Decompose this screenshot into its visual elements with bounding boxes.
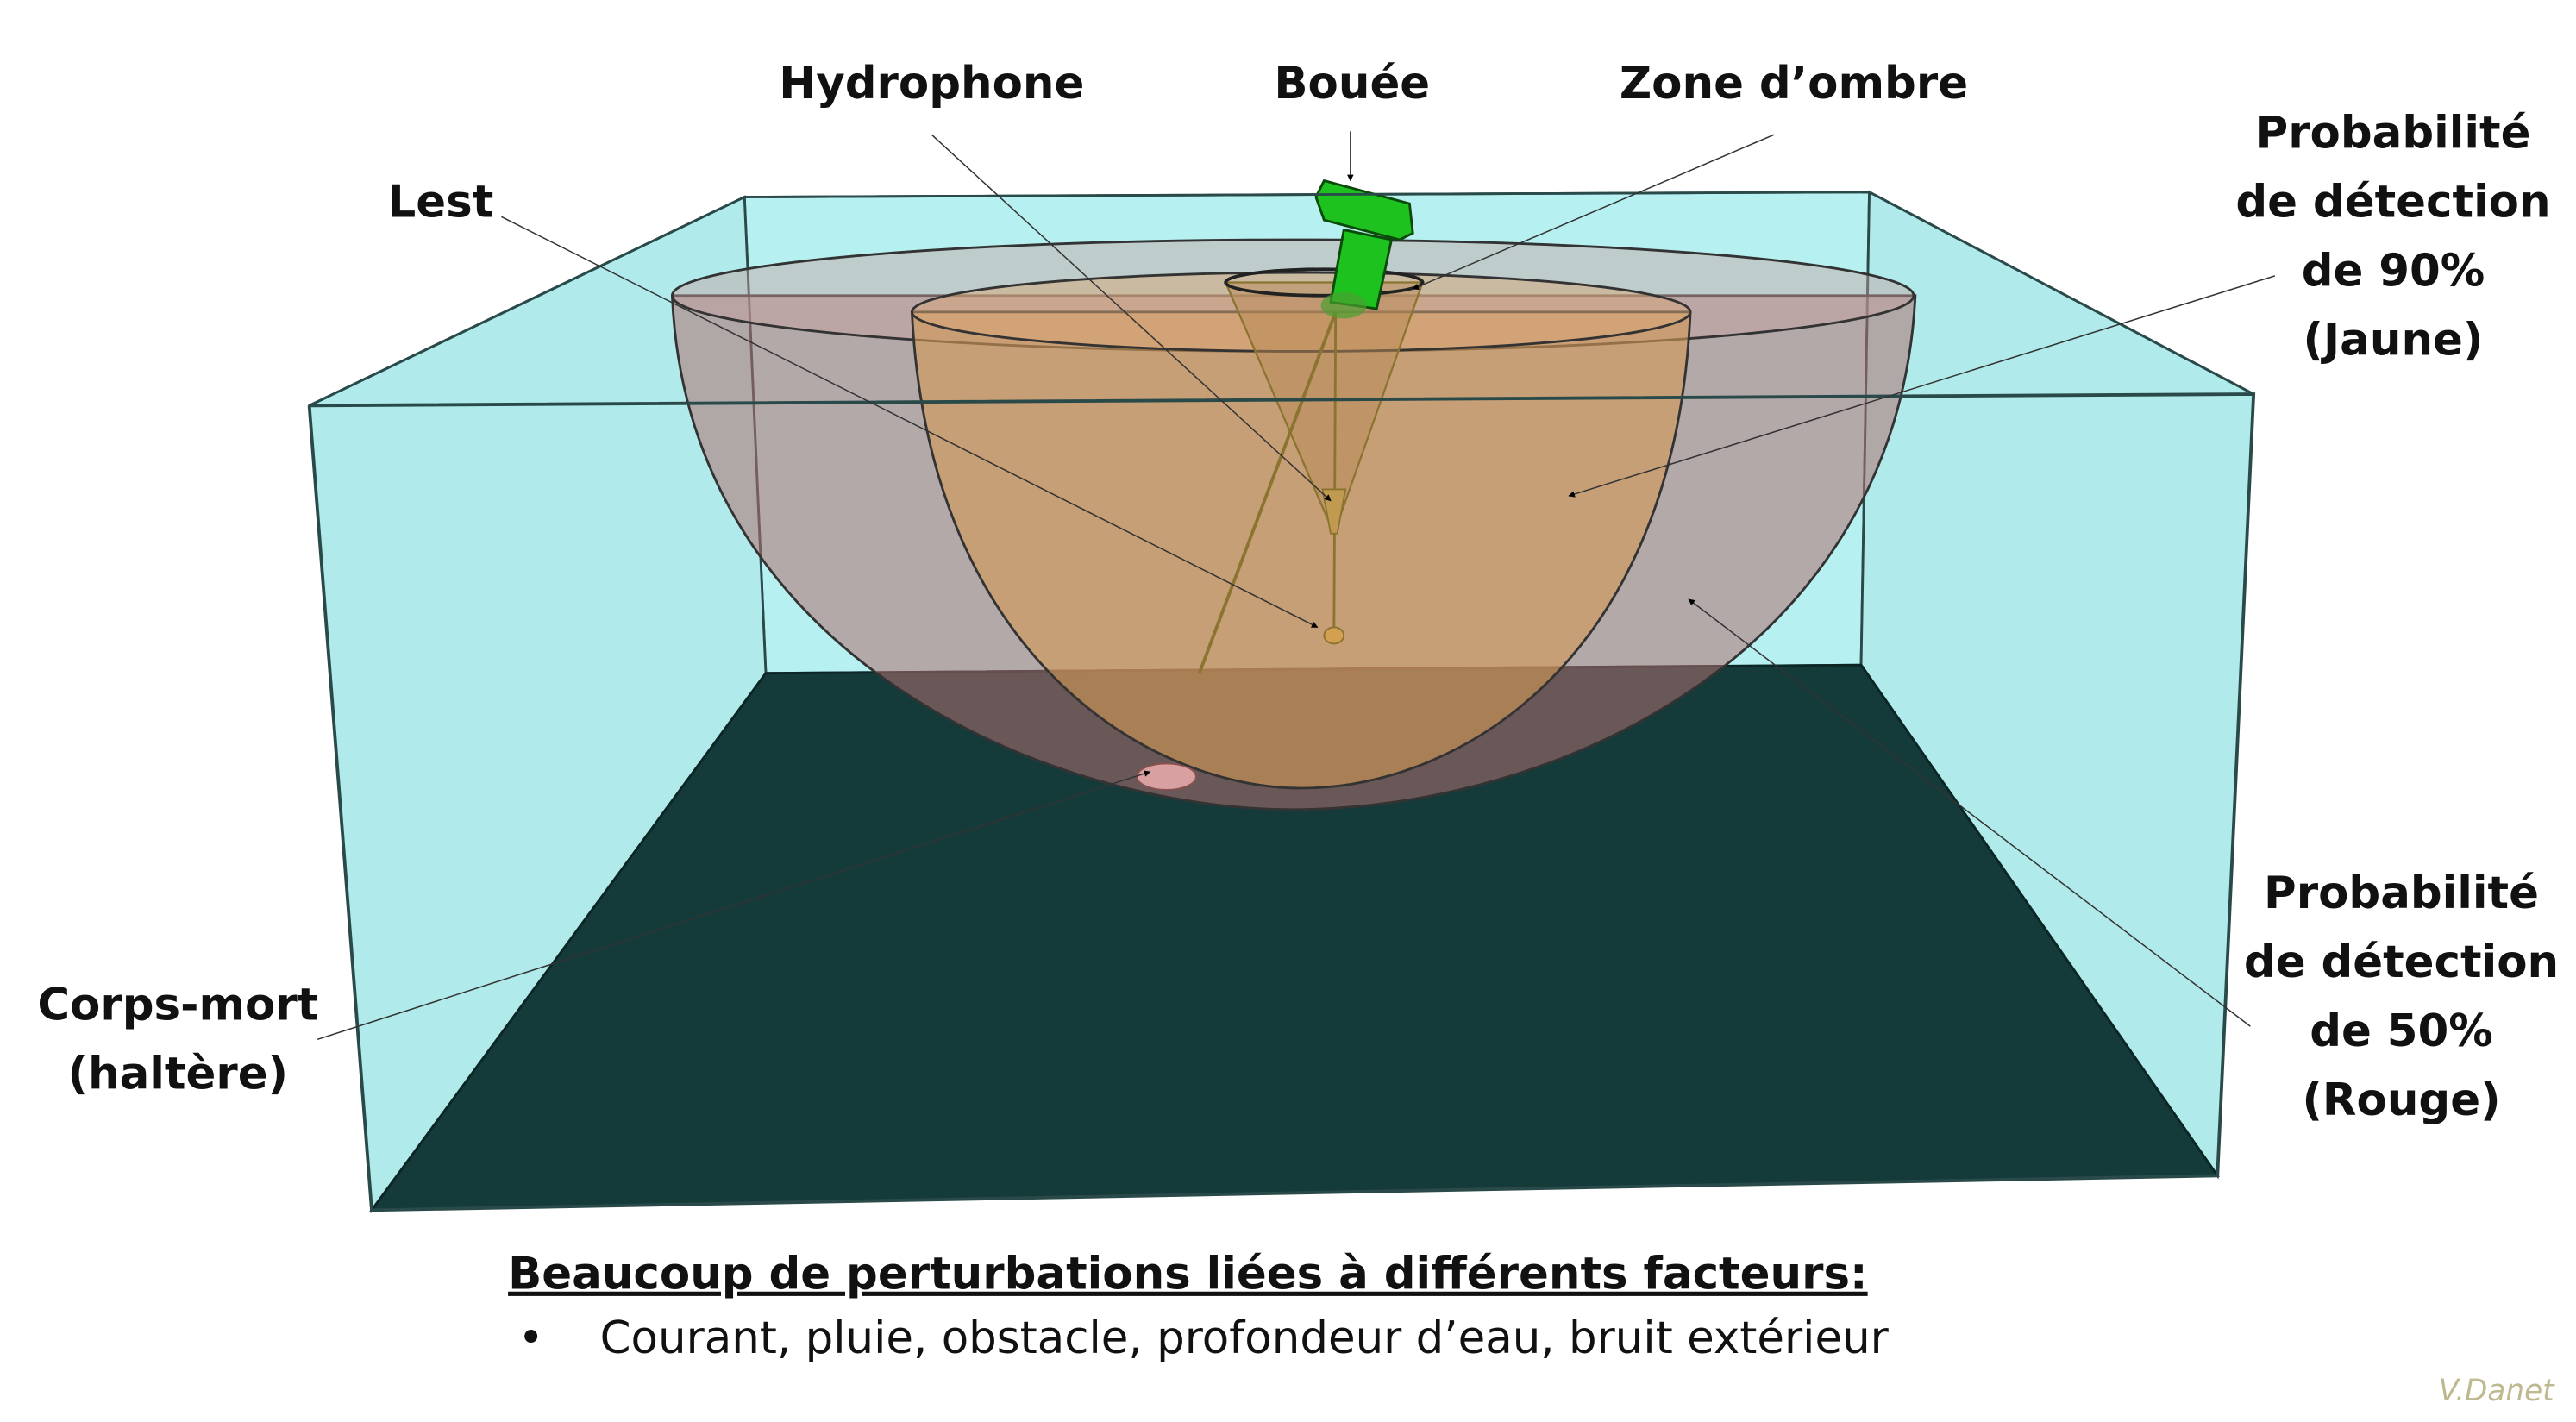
pointer-prob50: [1688, 598, 2251, 1027]
hydrophone-cable: [1332, 311, 1338, 633]
svg-text:(Jaune): (Jaune): [2303, 314, 2484, 366]
shadow-zone-cone: [1224, 267, 1425, 536]
label-prob50: Probabilité de détection de 50% (Rouge): [2244, 868, 2559, 1126]
label-hydrophone: Hydrophone: [779, 58, 1084, 110]
svg-text:Probabilité: Probabilité: [2264, 868, 2539, 919]
label-bouee: Bouée: [1274, 58, 1430, 110]
label-lest: Lest: [388, 176, 494, 228]
pointer-lest: [501, 216, 1319, 629]
mooring-line: [1197, 311, 1338, 674]
label-zone-ombre: Zone d’ombre: [1620, 58, 1968, 110]
pointer-hydrophone: [931, 134, 1332, 502]
caption-items: Courant, pluie, obstacle, profondeur d’e…: [600, 1312, 1890, 1364]
label-corps-mort: Corps-mort (haltère): [37, 979, 318, 1099]
pointer-zone-ombre: [1412, 134, 1775, 290]
svg-text:(haltère): (haltère): [68, 1048, 289, 1099]
svg-text:de 90%: de 90%: [2302, 245, 2485, 297]
tank-front-edge: [307, 392, 2256, 1212]
svg-text:Corps-mort: Corps-mort: [37, 979, 318, 1030]
svg-text:de détection: de détection: [2235, 176, 2550, 228]
label-prob90: Probabilité de détection de 90% (Jaune): [2235, 107, 2550, 366]
detection-zone-90: [910, 271, 1692, 790]
svg-text:de 50%: de 50%: [2310, 1005, 2493, 1057]
ballast-weight: [1323, 626, 1345, 645]
signature: V.Danet: [2439, 1374, 2556, 1408]
pointer-prob90: [1568, 275, 2276, 498]
caption-title: Beaucoup de perturbations liées à différ…: [508, 1249, 1868, 1300]
svg-text:de détection: de détection: [2244, 937, 2559, 988]
svg-text:(Rouge): (Rouge): [2302, 1074, 2500, 1126]
pointer-corps-mort: [317, 770, 1151, 1041]
caption-bullet: •: [517, 1312, 543, 1364]
dead-weight: [1136, 762, 1197, 791]
svg-text:Probabilité: Probabilité: [2256, 107, 2531, 159]
